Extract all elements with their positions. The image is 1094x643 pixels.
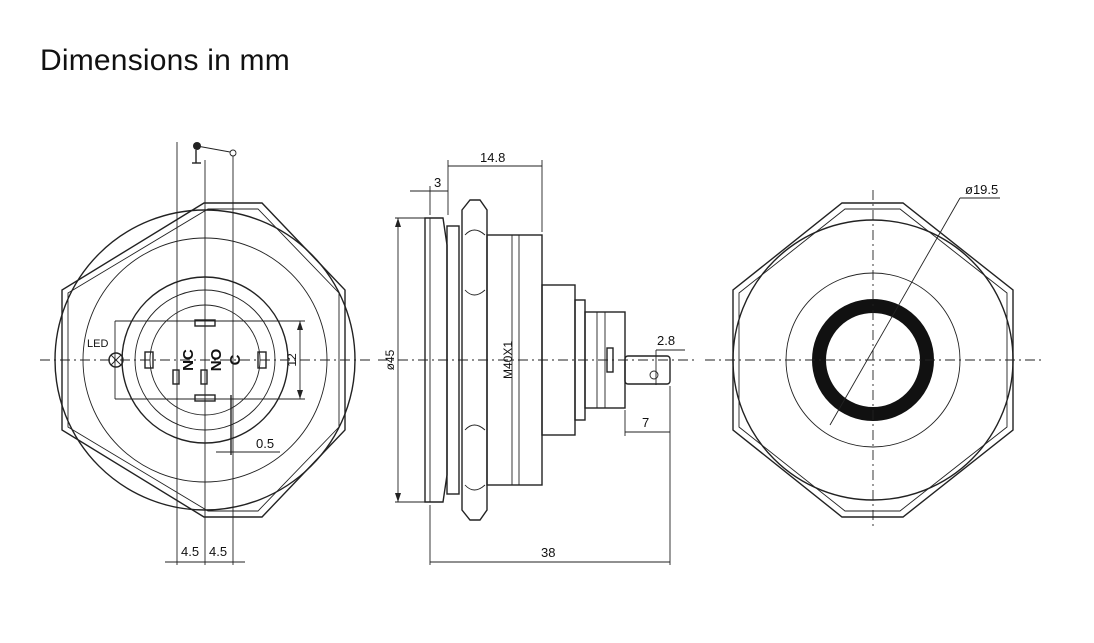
dim-length-label: 38 bbox=[541, 545, 555, 560]
dim-spacing-left-label: 4.5 bbox=[181, 544, 199, 559]
switch-contact-icon bbox=[229, 149, 237, 157]
dim-bezel-label: 3 bbox=[434, 175, 441, 190]
dim-thread-label: M40X1 bbox=[501, 341, 515, 379]
dim-diameter-label: ø45 bbox=[383, 349, 397, 370]
dim-gap-label: 0.5 bbox=[256, 436, 274, 451]
dim-spacing-right-label: 4.5 bbox=[209, 544, 227, 559]
terminal-label-no: NO bbox=[208, 348, 225, 371]
dim-height-label: 12 bbox=[285, 353, 299, 367]
side-view: 14.8 3 ø45 M40X1 2.8 7 38 bbox=[378, 150, 695, 565]
side-nut bbox=[461, 199, 488, 521]
terminal-label-nc: NC bbox=[180, 349, 197, 371]
terminal-right bbox=[257, 351, 267, 369]
side-washer bbox=[446, 225, 460, 495]
back-view: ø19.5 bbox=[705, 182, 1045, 530]
terminal-no-pin bbox=[200, 369, 208, 385]
dim-top-label: 14.8 bbox=[480, 150, 505, 165]
back-hex-inner bbox=[738, 208, 1008, 512]
dim-tab-width-label: 2.8 bbox=[657, 333, 675, 348]
dim-tab-length-label: 7 bbox=[642, 415, 649, 430]
led-label: LED bbox=[87, 338, 108, 350]
front-view: NC NO C LED 0.5 12 4.5 4.5 bbox=[40, 142, 372, 565]
side-terminal-tab bbox=[624, 355, 671, 385]
dim-ring-label: ø19.5 bbox=[965, 182, 998, 197]
page-title: Dimensions in mm bbox=[40, 44, 290, 77]
terminal-left bbox=[144, 351, 154, 369]
side-terminal-pin bbox=[606, 347, 614, 373]
front-hex-nut bbox=[61, 202, 346, 518]
terminal-nc-pin bbox=[172, 369, 180, 385]
front-hex-inner bbox=[67, 208, 340, 512]
led-symbol-icon bbox=[108, 352, 124, 368]
terminal-label-c: C bbox=[227, 354, 244, 365]
back-hex-nut bbox=[732, 202, 1014, 518]
